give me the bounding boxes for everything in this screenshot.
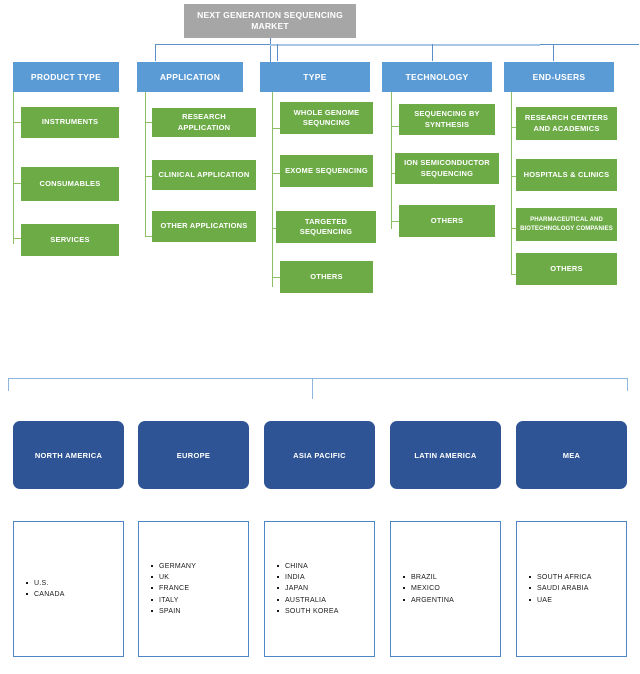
region-box-europe[interactable]: EUROPE (138, 421, 249, 489)
region-box-north-america[interactable]: NORTH AMERICA (13, 421, 124, 489)
spine-col-3 (272, 92, 274, 287)
segment-box-hospitals-and-clinics[interactable]: HOSPITALS & CLINICS (516, 159, 617, 191)
column-header-application[interactable]: APPLICATION (137, 62, 243, 92)
segment-box-technology-others[interactable]: OTHERS (399, 205, 495, 237)
column-header-product-type[interactable]: PRODUCT TYPE (13, 62, 119, 92)
country-items: U.S.CANADA (24, 578, 65, 601)
tick-col4-item1 (391, 126, 400, 128)
segment-box-targeted-sequencing[interactable]: TARGETED SEQUENCING (276, 211, 376, 243)
bus-line-right (270, 44, 540, 46)
segment-box-consumables[interactable]: CONSUMABLES (21, 167, 119, 201)
country-item: U.S. (26, 578, 65, 589)
country-item: UK (150, 572, 196, 583)
region-bracket-line (8, 378, 628, 379)
tick-col5-item3 (511, 228, 519, 230)
segment-box-services[interactable]: SERVICES (21, 224, 119, 256)
segment-box-sequencing-by-synthesis[interactable]: SEQUENCING BY SYNTHESIS (399, 104, 495, 135)
country-list-north-america: U.S.CANADA (13, 521, 124, 657)
spine-col-5 (511, 92, 513, 275)
country-item: INDIA (277, 572, 339, 583)
bus-line-far-right (540, 44, 639, 45)
region-bracket-left-end (8, 378, 9, 391)
title-stem-connector (270, 38, 271, 68)
country-item: SOUTH KOREA (277, 606, 339, 617)
country-item: CHINA (277, 561, 339, 572)
segment-box-pharmaceutical-and-biotechnology-companies[interactable]: PHARMACEUTICAL AND BIOTECHNOLOGY COMPANI… (516, 208, 617, 241)
bus-drop-4 (432, 44, 433, 61)
country-item: JAPAN (277, 583, 339, 594)
bus-line-left (155, 44, 270, 45)
country-item: AUSTRALIA (277, 595, 339, 606)
country-item: CANADA (26, 589, 65, 600)
tick-col1-item3 (13, 238, 22, 240)
segment-box-type-others[interactable]: OTHERS (280, 261, 373, 293)
segment-box-clinical-application[interactable]: CLINICAL APPLICATION (152, 160, 256, 190)
tick-col2-item2 (145, 176, 154, 178)
country-item: BRAZIL (402, 572, 454, 583)
country-item: GERMANY (150, 561, 196, 572)
region-box-latin-america[interactable]: LATIN AMERICA (390, 421, 501, 489)
country-item: SPAIN (150, 606, 196, 617)
column-header-type[interactable]: TYPE (260, 62, 370, 92)
spine-col-1 (13, 92, 15, 244)
diagram-title: NEXT GENERATION SEQUENCING MARKET (184, 4, 356, 38)
country-item: SAUDI ARABIA (529, 583, 592, 594)
bus-drop-2 (277, 44, 278, 61)
segment-box-instruments[interactable]: INSTRUMENTS (21, 107, 119, 138)
tick-col2-item3 (145, 236, 154, 238)
country-item: UAE (529, 595, 592, 606)
region-box-mea[interactable]: MEA (516, 421, 627, 489)
tick-col1-item2 (13, 183, 22, 185)
country-item: ARGENTINA (402, 595, 454, 606)
tick-col3-item2 (272, 173, 281, 175)
country-item: ITALY (150, 595, 196, 606)
tick-col2-item1 (145, 122, 154, 124)
spine-col-4 (391, 92, 393, 229)
bus-drop-1 (155, 44, 156, 61)
segment-box-ion-semiconductor-sequencing[interactable]: ION SEMICONDUCTOR SEQUENCING (395, 153, 499, 184)
segment-box-whole-genome-sequncing[interactable]: WHOLE GENOME SEQUNCING (280, 102, 373, 134)
country-item: SOUTH AFRICA (529, 572, 592, 583)
country-item: MEXICO (402, 583, 454, 594)
tick-col1-item1 (13, 122, 22, 124)
tick-col5-item4 (511, 274, 519, 276)
region-bracket-right-end (627, 378, 628, 391)
tick-col3-item4 (272, 277, 281, 279)
segment-box-research-centers-and-academics[interactable]: RESEARCH CENTERS AND ACADEMICS (516, 107, 617, 140)
segment-box-exome-sequencing[interactable]: EXOME SEQUENCING (280, 155, 373, 187)
tick-col3-item1 (272, 128, 281, 130)
tick-col5-item2 (511, 176, 519, 178)
segment-box-other-applications[interactable]: OTHER APPLICATIONS (152, 211, 256, 242)
tick-col5-item1 (511, 127, 519, 129)
tick-col4-item3 (391, 221, 400, 223)
segment-box-research-application[interactable]: RESEARCH APPLICATION (152, 108, 256, 137)
spine-col-2 (145, 92, 147, 237)
region-bracket-center-stub (312, 379, 313, 399)
region-box-asia-pacific[interactable]: ASIA PACIFIC (264, 421, 375, 489)
segment-box-end-users-others[interactable]: OTHERS (516, 253, 617, 285)
bus-drop-5 (553, 44, 554, 61)
country-item: FRANCE (150, 583, 196, 594)
column-header-technology[interactable]: TECHNOLOGY (382, 62, 492, 92)
column-header-end-users[interactable]: END-USERS (504, 62, 614, 92)
